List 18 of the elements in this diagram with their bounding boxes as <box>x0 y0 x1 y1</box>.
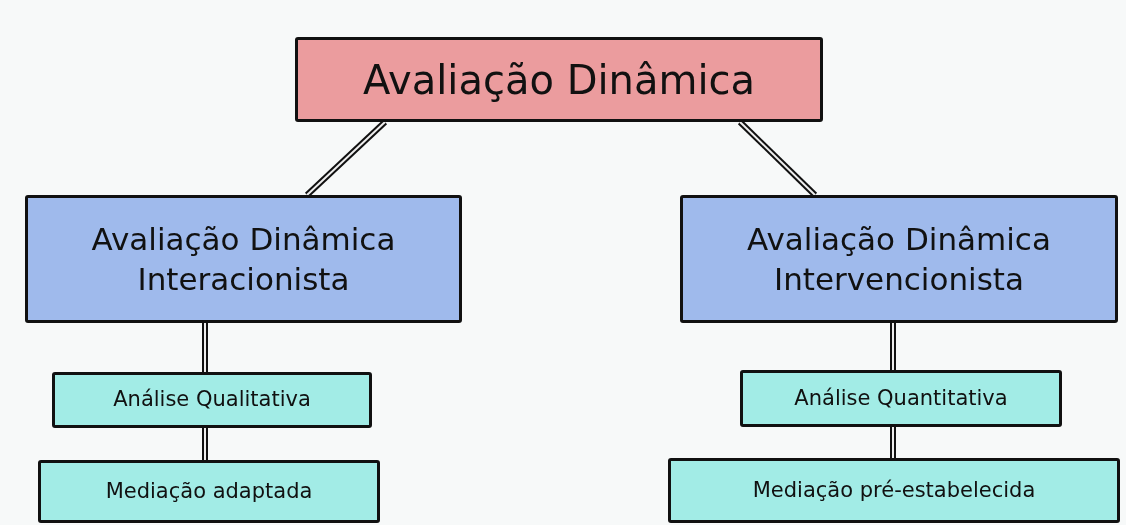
item-box <box>52 372 372 428</box>
node-label: Mediação pré-estabelecida <box>752 476 1036 504</box>
category-box <box>25 195 462 323</box>
node-label: Análise Quantitativa <box>794 384 1008 412</box>
node-label: Avaliação Dinâmica Intervencionista <box>746 219 1052 299</box>
item-box <box>38 460 380 523</box>
double-line-connector <box>890 427 896 458</box>
root-box <box>295 37 823 122</box>
category-box <box>680 195 1118 323</box>
node-label: Avaliação Dinâmica <box>363 55 755 105</box>
node-label: Avaliação Dinâmica Interacionista <box>90 219 397 299</box>
item-box <box>668 458 1120 523</box>
double-line-connector <box>202 428 208 460</box>
double-line-connector <box>890 323 896 370</box>
node-label: Análise Qualitativa <box>113 386 311 414</box>
item-box <box>740 370 1062 427</box>
double-line-connector <box>202 323 208 372</box>
node-label: Mediação adaptada <box>105 477 313 505</box>
